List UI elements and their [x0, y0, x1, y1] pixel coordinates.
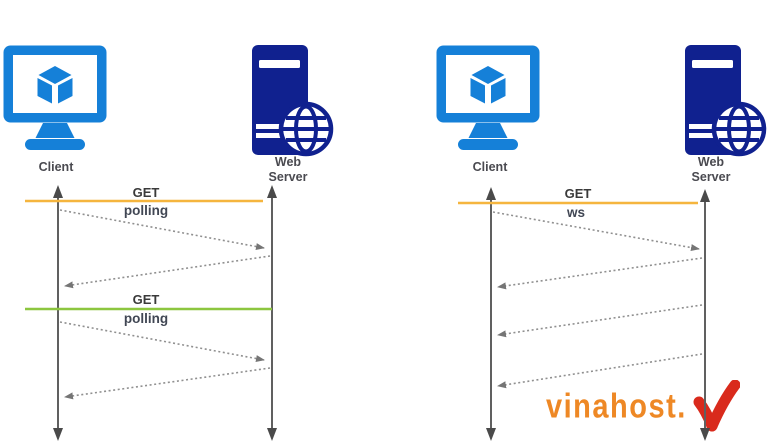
server-slot: [259, 60, 300, 68]
message-server-push-2-right: [497, 304, 703, 338]
server-slot: [692, 60, 733, 68]
message-server-to-client-1-left: [64, 255, 271, 289]
request1-method-left: GET: [132, 185, 160, 200]
watermark-brand-text: vinahost.: [546, 388, 687, 426]
lifeline-arrow-up: [700, 189, 710, 202]
monitor-stand: [35, 123, 75, 138]
client-label-right: Client: [472, 160, 508, 174]
client-label-left: Client: [38, 160, 74, 174]
server-label-right: Web Server: [692, 155, 731, 186]
monitor-stand: [468, 123, 508, 138]
server-line-1: [256, 124, 284, 129]
server-label-line2: Server: [691, 170, 731, 185]
server-line-2: [256, 133, 284, 138]
lifeline-arrow-up: [486, 187, 496, 200]
cube-right-face: [491, 78, 506, 104]
web-server-icon-right: [685, 45, 767, 157]
globe-meridian: [294, 104, 318, 154]
lifeline-arrow-down: [53, 428, 63, 441]
lifeline-arrow-down: [267, 428, 277, 441]
globe-meridian: [727, 104, 751, 154]
server-label-line1: Web: [697, 155, 725, 169]
request1-protocol-left: polling: [123, 203, 169, 218]
lifeline-arrow-down: [700, 428, 710, 441]
server-line-1: [689, 124, 717, 129]
request2-protocol-left: polling: [123, 311, 169, 326]
watermark: vinahost.: [546, 380, 746, 444]
message-server-push-3-right: [497, 353, 703, 389]
message-server-to-client-2-left: [64, 367, 271, 400]
request2-method-left: GET: [132, 292, 160, 307]
message-server-push-1-right: [497, 257, 703, 290]
monitor-base: [25, 139, 85, 150]
lifeline-arrow-up: [267, 185, 277, 198]
cube-top-face: [38, 66, 72, 84]
message-client-to-server-right: [492, 211, 700, 252]
client-monitor-icon-left: [3, 45, 107, 150]
client-monitor-icon-right: [436, 45, 540, 150]
cube-left-face: [37, 78, 52, 104]
server-line-2: [689, 133, 717, 138]
request-protocol-right: ws: [566, 205, 586, 220]
cube-right-face: [58, 78, 73, 104]
server-label-line2: Server: [268, 170, 308, 185]
cube-left-face: [470, 78, 485, 104]
request-method-right: GET: [564, 186, 592, 201]
lifeline-arrow-down: [486, 428, 496, 441]
server-label-left: Web Server: [269, 155, 308, 186]
lifeline-arrow-up: [53, 185, 63, 198]
v-right-stroke: [706, 380, 740, 432]
monitor-base: [458, 139, 518, 150]
server-label-line1: Web: [274, 155, 302, 169]
web-server-icon-left: [252, 45, 334, 157]
message-client-to-server-2-left: [59, 321, 265, 362]
cube-top-face: [471, 66, 505, 84]
